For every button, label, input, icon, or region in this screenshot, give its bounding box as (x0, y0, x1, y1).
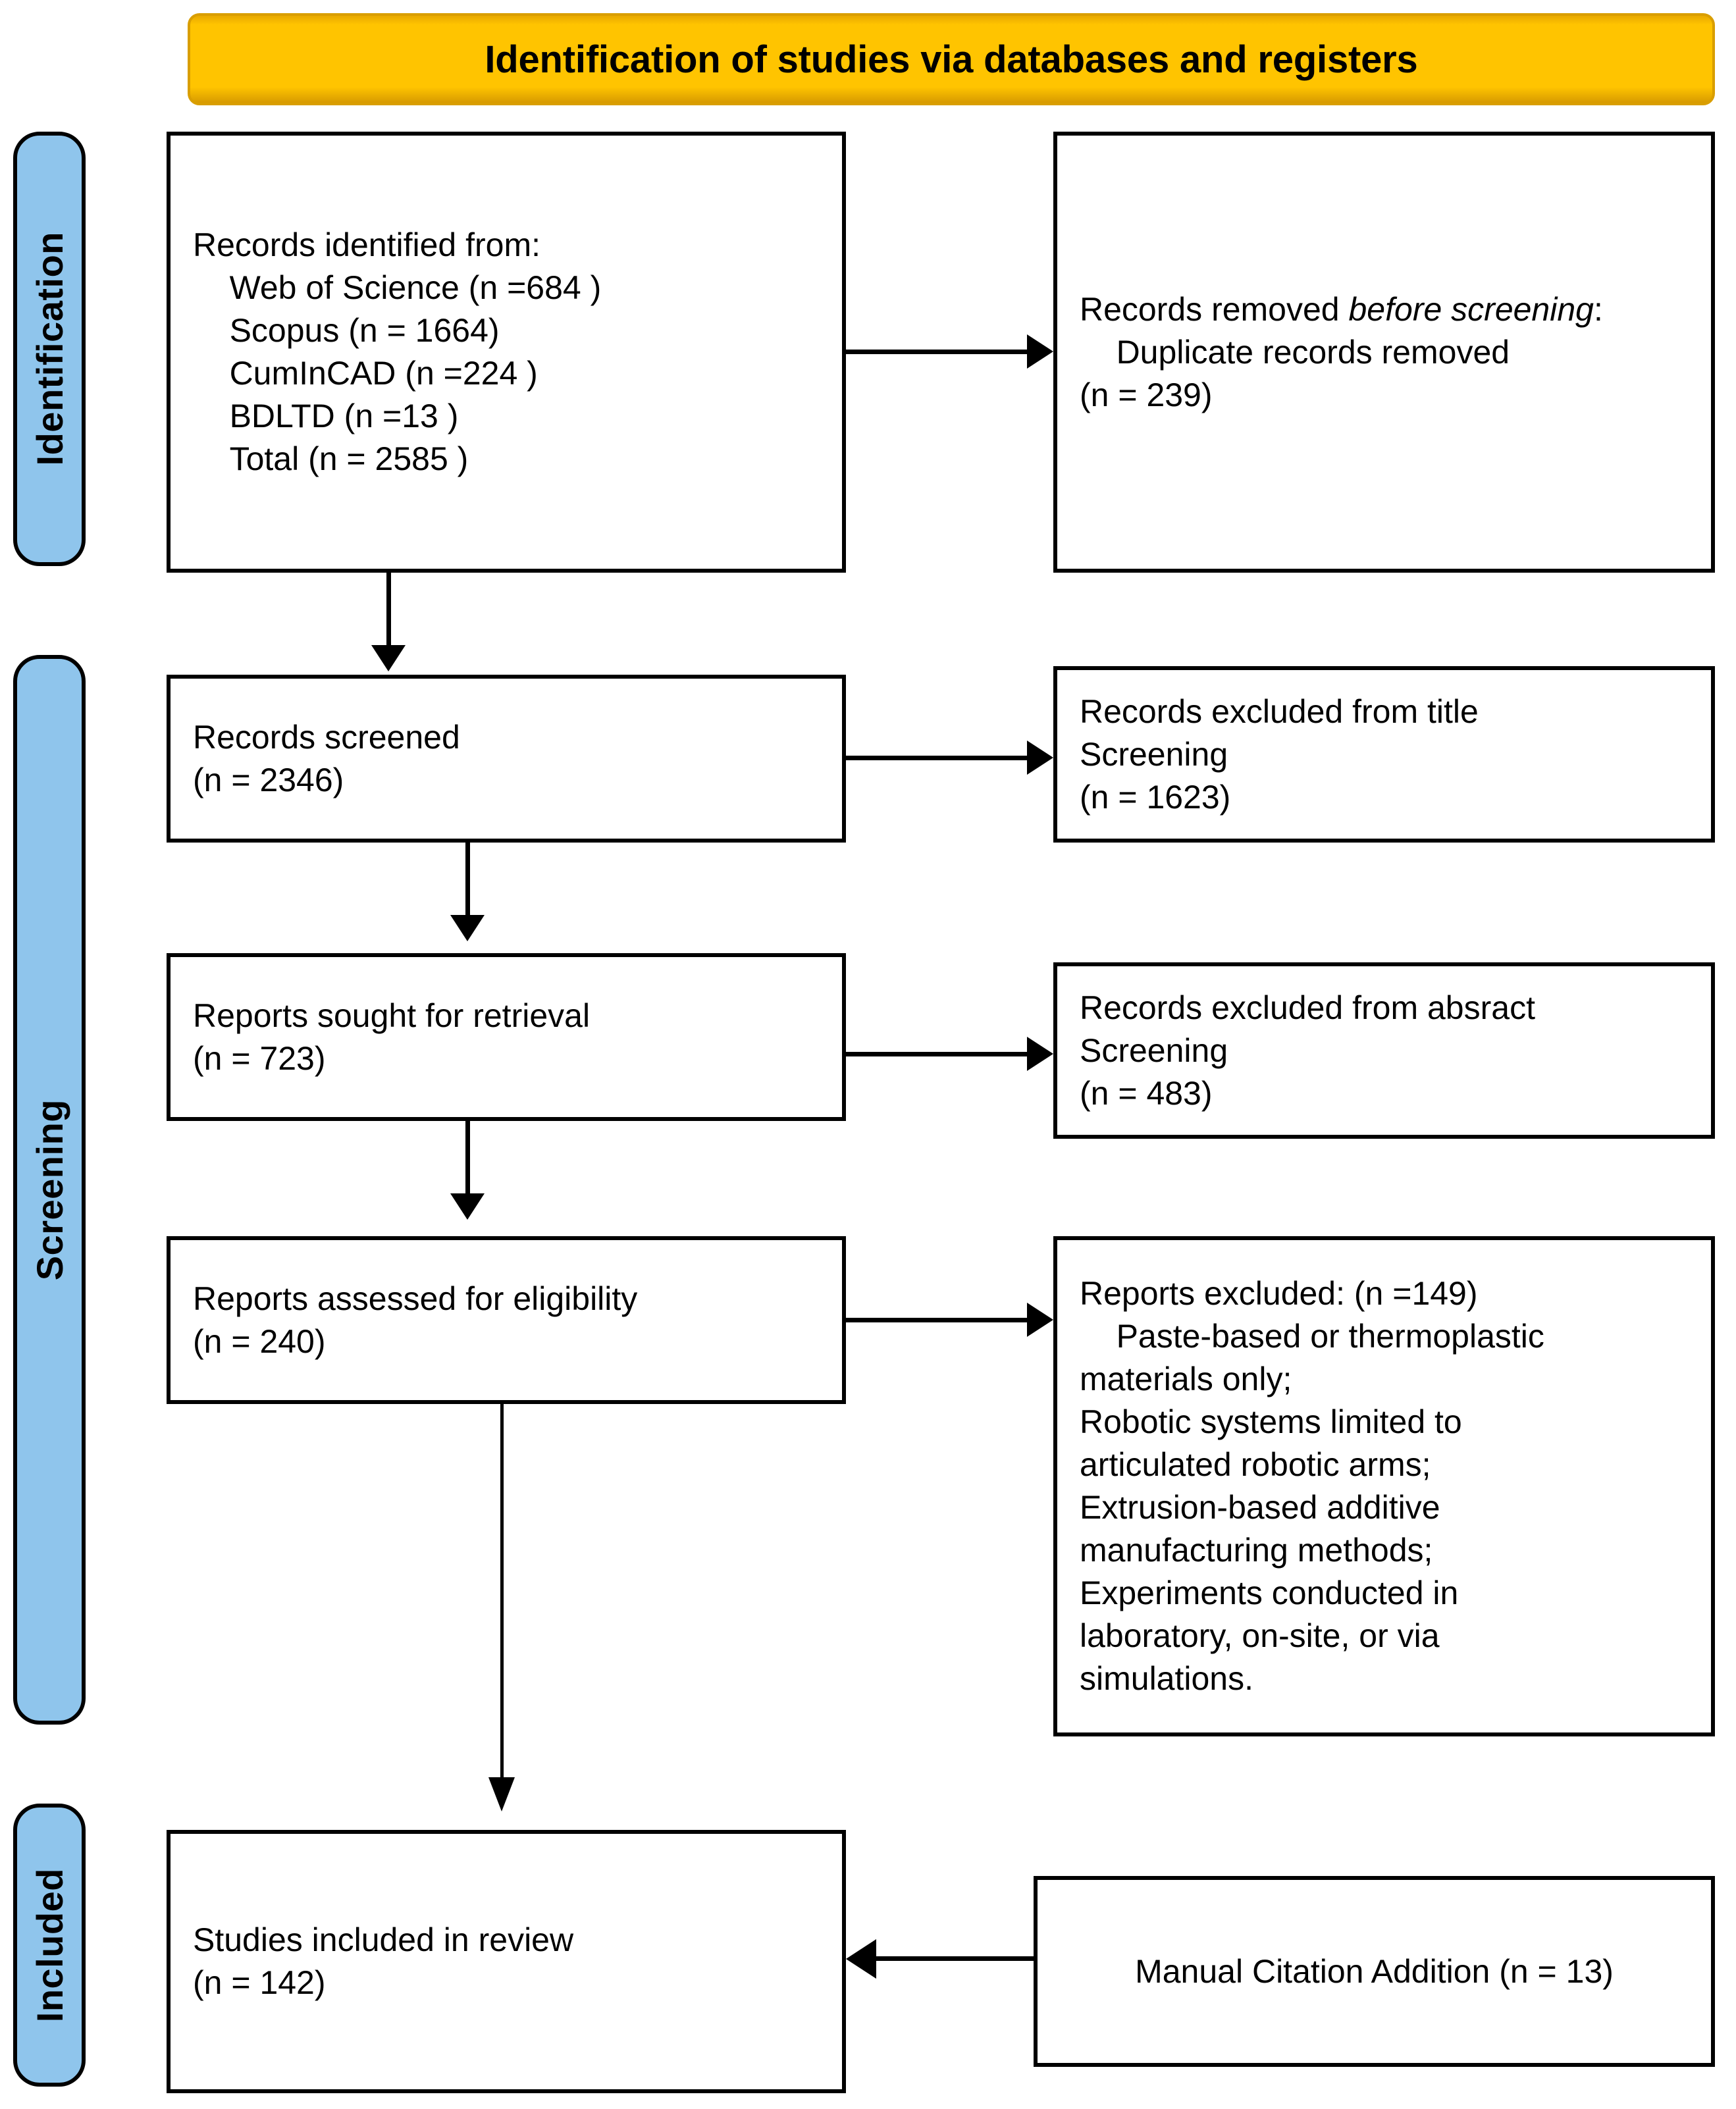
connector-identified-to-removed (846, 350, 1032, 354)
arrow-assessed-to-reports-excluded-icon (1027, 1303, 1053, 1337)
arrow-identified-to-removed-icon (1027, 334, 1053, 369)
stage-pill-identification: Identification (13, 132, 86, 566)
box-records-excluded-abstract-text: Records excluded from absract Screening … (1080, 989, 1535, 1112)
box-records-screened-text: Records screened (n = 2346) (193, 718, 460, 798)
connector-assessed-to-included (500, 1404, 504, 1792)
connector-sought-to-assessed (465, 1121, 470, 1193)
box-records-excluded-title: Records excluded from title Screening (n… (1053, 666, 1715, 843)
box-records-screened: Records screened (n = 2346) (167, 675, 846, 843)
box-records-excluded-abstract: Records excluded from absract Screening … (1053, 962, 1715, 1139)
arrow-sought-to-assessed-icon (450, 1193, 485, 1220)
connector-sought-to-excluded-abstract (846, 1052, 1032, 1056)
arrow-manual-citation-to-included-icon (846, 1939, 876, 1979)
box-reports-excluded: Reports excluded: (n =149) Paste-based o… (1053, 1236, 1715, 1736)
box-reports-assessed: Reports assessed for eligibility (n = 24… (167, 1236, 846, 1404)
stage-pill-included: Included (13, 1804, 86, 2087)
box-records-identified-text: Records identified from: Web of Science … (193, 226, 602, 477)
arrow-screened-to-excluded-title-icon (1027, 741, 1053, 775)
box-reports-sought: Reports sought for retrieval (n = 723) (167, 953, 846, 1121)
arrow-identified-to-screened-icon (371, 645, 406, 671)
connector-assessed-to-reports-excluded (846, 1318, 1032, 1322)
diagram-header-banner: Identification of studies via databases … (188, 13, 1715, 105)
box-reports-assessed-text: Reports assessed for eligibility (n = 24… (193, 1280, 638, 1360)
stage-label-screening: Screening (28, 1099, 70, 1281)
stage-pill-screening: Screening (13, 655, 86, 1725)
box-studies-included: Studies included in review (n = 142) (167, 1830, 846, 2093)
page-title: Identification of studies via databases … (485, 38, 1418, 81)
box-reports-excluded-text: Reports excluded: (n =149) Paste-based o… (1080, 1275, 1544, 1697)
box-manual-citation: Manual Citation Addition (n = 13) (1034, 1876, 1715, 2067)
connector-identified-to-screened (386, 573, 391, 645)
box-records-identified: Records identified from: Web of Science … (167, 132, 846, 573)
arrow-sought-to-excluded-abstract-icon (1027, 1037, 1053, 1071)
connector-screened-to-sought (465, 843, 470, 915)
box-reports-sought-text: Reports sought for retrieval (n = 723) (193, 997, 591, 1077)
records-removed-emphasis: before screening (1348, 290, 1594, 328)
stage-label-included: Included (28, 1867, 70, 2023)
connector-manual-citation-to-included (876, 1956, 1037, 1961)
connector-screened-to-excluded-title (846, 756, 1032, 760)
box-manual-citation-text: Manual Citation Addition (n = 13) (1135, 1952, 1614, 1990)
box-records-removed-text: Records removed before screening: Duplic… (1080, 290, 1603, 413)
stage-label-identification: Identification (28, 232, 70, 466)
box-records-removed: Records removed before screening: Duplic… (1053, 132, 1715, 573)
arrow-assessed-to-included-icon (488, 1777, 515, 1811)
arrow-screened-to-sought-icon (450, 915, 485, 941)
box-studies-included-text: Studies included in review (n = 142) (193, 1921, 574, 2001)
box-records-excluded-title-text: Records excluded from title Screening (n… (1080, 692, 1479, 816)
